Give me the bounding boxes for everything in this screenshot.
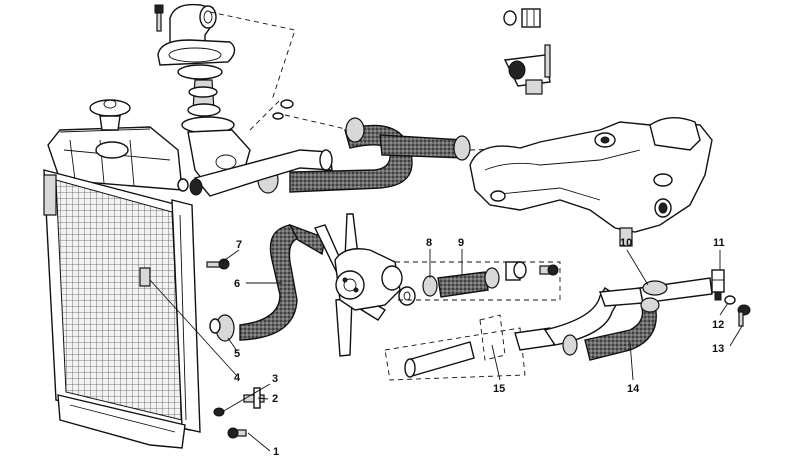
callout-6: 6	[234, 278, 240, 290]
bolt-7	[206, 258, 230, 270]
callout-5: 5	[234, 348, 240, 360]
callout-13: 13	[712, 343, 724, 355]
callout-11: 11	[713, 237, 725, 249]
drain-tap	[503, 8, 551, 95]
callout-10: 10	[620, 237, 632, 249]
water-pump	[314, 213, 416, 357]
callout-2: 2	[272, 393, 278, 405]
bottom-pipe	[384, 277, 713, 381]
radiator-cap	[89, 99, 131, 159]
callout-3: 3	[272, 373, 278, 385]
hose-clamp-11	[711, 269, 725, 301]
washer	[272, 99, 294, 120]
leader-dashed	[249, 99, 281, 131]
washer-12	[724, 295, 736, 305]
thermostat-pipe	[177, 149, 333, 197]
lower-hose	[209, 223, 326, 342]
intake-manifold	[469, 117, 713, 247]
radiator-return-hose	[584, 280, 668, 361]
leader-dashed	[209, 11, 296, 101]
callout-15: 15	[493, 383, 505, 395]
callout-12: 12	[712, 319, 724, 331]
callout-7: 7	[236, 239, 242, 251]
callout-1: 1	[273, 446, 279, 458]
callout-4: 4	[234, 372, 241, 384]
callout-8: 8	[426, 237, 432, 249]
bolt-1	[227, 427, 247, 439]
callout-14: 14	[627, 383, 640, 395]
callout-9: 9	[458, 237, 464, 249]
radiator	[43, 126, 201, 449]
thermostat-housing	[154, 3, 251, 193]
leader-dashed	[284, 114, 351, 131]
callout-leaders	[149, 249, 743, 452]
washer-3	[213, 407, 225, 417]
bypass-hose-short	[395, 261, 561, 301]
bolt-13	[737, 304, 751, 327]
